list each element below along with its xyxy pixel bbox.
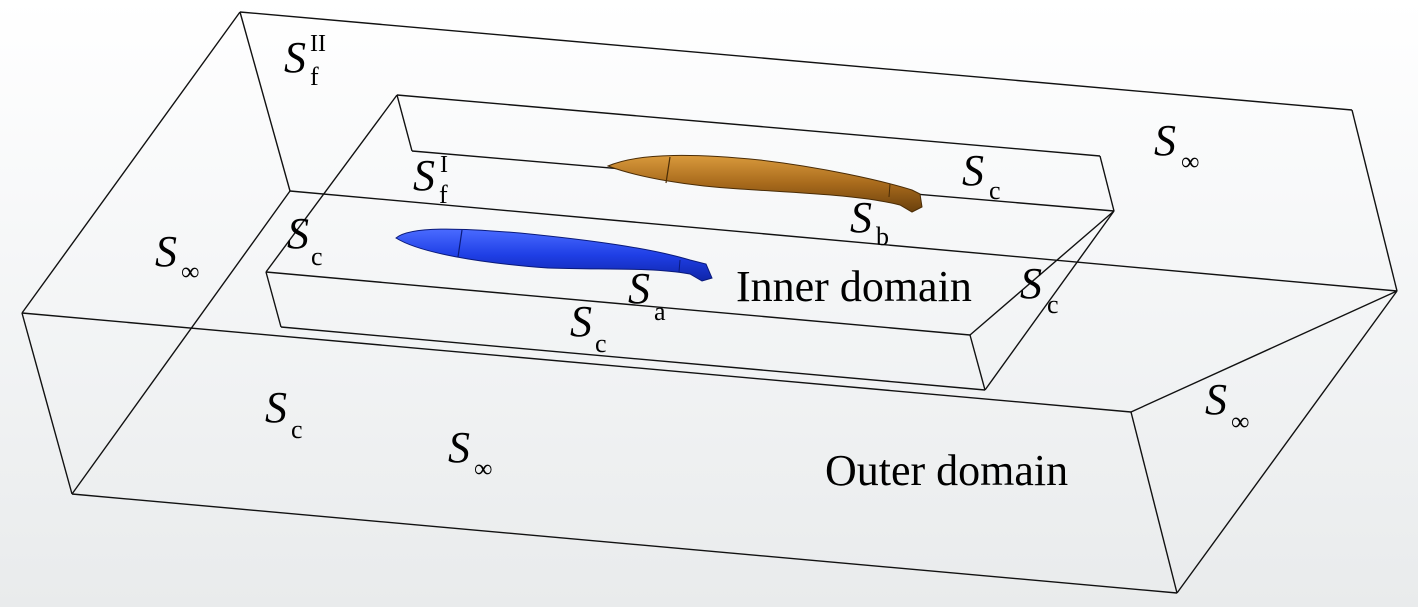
svg-text:S: S <box>284 33 306 82</box>
label-far-field-right: S ∞ <box>1205 375 1250 436</box>
label-control-surface-left: S c <box>287 209 323 271</box>
label-far-field-bottom: S ∞ <box>448 423 493 483</box>
label-body-a: S a <box>628 264 666 326</box>
label-free-surface-outer: S f II <box>284 31 326 91</box>
svg-text:I: I <box>440 152 448 178</box>
svg-text:S: S <box>287 209 309 258</box>
label-control-surface-inner-front: S c <box>570 297 607 358</box>
svg-text:S: S <box>155 227 177 276</box>
label-free-surface-inner: S f I <box>413 151 448 209</box>
svg-text:S: S <box>850 193 872 242</box>
svg-text:S: S <box>570 297 592 346</box>
svg-text:f: f <box>439 180 448 209</box>
svg-text:c: c <box>291 415 303 444</box>
svg-text:S: S <box>962 146 984 195</box>
label-far-field-upper-right: S ∞ <box>1154 116 1200 176</box>
svg-text:S: S <box>413 151 435 200</box>
svg-text:S: S <box>1205 375 1227 424</box>
svg-text:S: S <box>265 383 287 432</box>
svg-text:b: b <box>876 222 889 251</box>
inner-domain-label: Inner domain <box>736 262 972 311</box>
svg-text:c: c <box>1047 290 1059 319</box>
svg-text:a: a <box>654 297 666 326</box>
hull-b <box>606 154 923 213</box>
label-far-field-left: S ∞ <box>155 227 200 286</box>
svg-text:S: S <box>628 264 650 313</box>
label-control-surface-outer-left: S c <box>265 383 303 444</box>
svg-text:∞: ∞ <box>181 257 200 286</box>
svg-text:S: S <box>1020 259 1042 308</box>
svg-text:S: S <box>448 423 470 472</box>
svg-text:c: c <box>989 176 1001 205</box>
inner-domain-box <box>265 94 1115 391</box>
svg-text:S: S <box>1154 116 1176 165</box>
outer-domain-box <box>21 11 1398 594</box>
svg-text:∞: ∞ <box>474 454 493 483</box>
label-body-b: S b <box>850 193 889 251</box>
label-control-surface-inner-right: S c <box>1020 259 1059 319</box>
label-control-surface-upper-right: S c <box>962 146 1001 205</box>
svg-text:c: c <box>311 242 323 271</box>
svg-text:∞: ∞ <box>1231 407 1250 436</box>
hull-a <box>395 228 713 282</box>
svg-text:II: II <box>310 31 326 57</box>
svg-text:c: c <box>595 329 607 358</box>
svg-text:∞: ∞ <box>1181 147 1200 176</box>
outer-domain-label: Outer domain <box>825 446 1068 495</box>
svg-text:f: f <box>310 62 319 91</box>
